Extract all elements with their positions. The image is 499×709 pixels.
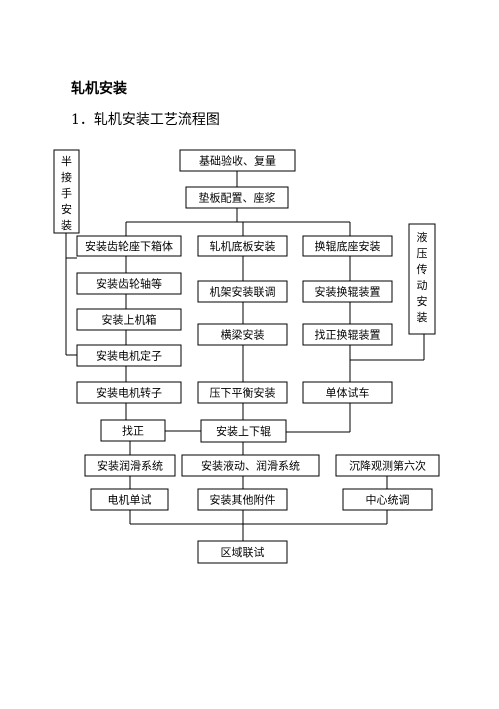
label-lube: 安装润滑系统 xyxy=(97,459,163,473)
label-mill-base: 轧机底板安装 xyxy=(210,239,276,253)
box-motor-rotor: 安装电机转子 xyxy=(76,381,182,404)
box-motor-test: 电机单试 xyxy=(90,488,169,511)
label-frame: 机架安装联调 xyxy=(210,285,276,299)
label-motor-rotor: 安装电机转子 xyxy=(96,386,162,400)
box-lube: 安装润滑系统 xyxy=(84,454,176,477)
label-half-handover: 半接手安装 xyxy=(61,154,72,232)
box-unit-test: 单体试车 xyxy=(302,381,393,404)
box-gear-base: 安装齿轮座下箱体 xyxy=(76,235,182,257)
box-mill-base: 轧机底板安装 xyxy=(197,235,288,257)
label-gear-base: 安装齿轮座下箱体 xyxy=(85,239,173,253)
label-beam: 横梁安装 xyxy=(221,328,265,342)
box-foundation: 基础验收、复量 xyxy=(179,149,296,172)
label-balance: 压下平衡安装 xyxy=(210,386,276,400)
label-unit-test: 单体试车 xyxy=(326,386,370,400)
box-frame: 机架安装联调 xyxy=(197,280,288,303)
box-half-handover: 半接手安装 xyxy=(53,149,80,234)
box-central: 中心统调 xyxy=(342,488,433,511)
label-accessories: 安装其他附件 xyxy=(210,493,276,507)
box-beam: 横梁安装 xyxy=(197,323,288,346)
section-subheading: 1．轧机安装工艺流程图 xyxy=(71,112,220,128)
box-gear-shaft: 安装齿轮轴等 xyxy=(76,272,182,295)
connectors xyxy=(65,171,425,541)
label-motor-stator: 安装电机定子 xyxy=(96,349,162,363)
label-align: 找正 xyxy=(122,424,144,438)
box-settle: 沉降观测第六次 xyxy=(335,454,440,477)
box-upper-box: 安装上机箱 xyxy=(76,308,182,331)
box-accessories: 安装其他附件 xyxy=(197,488,288,511)
label-central: 中心统调 xyxy=(366,494,410,507)
label-shim: 垫板配置、座浆 xyxy=(199,191,276,205)
box-hydraulic: 液压传动安装 xyxy=(408,223,436,335)
label-rolls: 安装上下辊 xyxy=(216,424,271,438)
box-align-roll: 找正换辊装置 xyxy=(302,323,393,346)
label-motor-test: 电机单试 xyxy=(108,493,152,507)
label-gear-shaft: 安装齿轮轴等 xyxy=(96,277,162,291)
label-foundation: 基础验收、复量 xyxy=(199,154,276,168)
box-shim: 垫板配置、座浆 xyxy=(185,186,289,209)
label-upper-box: 安装上机箱 xyxy=(102,313,157,327)
label-roll-base: 换辊底座安装 xyxy=(315,239,381,253)
label-settle: 沉降观测第六次 xyxy=(349,459,426,473)
label-hydraulic: 液压传动安装 xyxy=(417,230,428,324)
label-zone-test: 区域联试 xyxy=(221,546,265,559)
label-hydro-lube: 安装液动、润滑系统 xyxy=(201,459,300,473)
box-motor-stator: 安装电机定子 xyxy=(76,344,182,367)
box-balance: 压下平衡安装 xyxy=(197,381,288,404)
label-roll-device: 安装换辊装置 xyxy=(315,285,381,299)
box-align: 找正 xyxy=(100,419,166,442)
box-zone-test: 区域联试 xyxy=(197,540,288,564)
section-heading: 轧机安装 xyxy=(71,81,127,97)
label-align-roll: 找正换辊装置 xyxy=(315,328,381,342)
box-roll-base: 换辊底座安装 xyxy=(302,235,393,257)
box-roll-device: 安装换辊装置 xyxy=(302,280,393,303)
box-hydro-lube: 安装液动、润滑系统 xyxy=(181,454,320,477)
box-rolls: 安装上下辊 xyxy=(200,419,287,443)
